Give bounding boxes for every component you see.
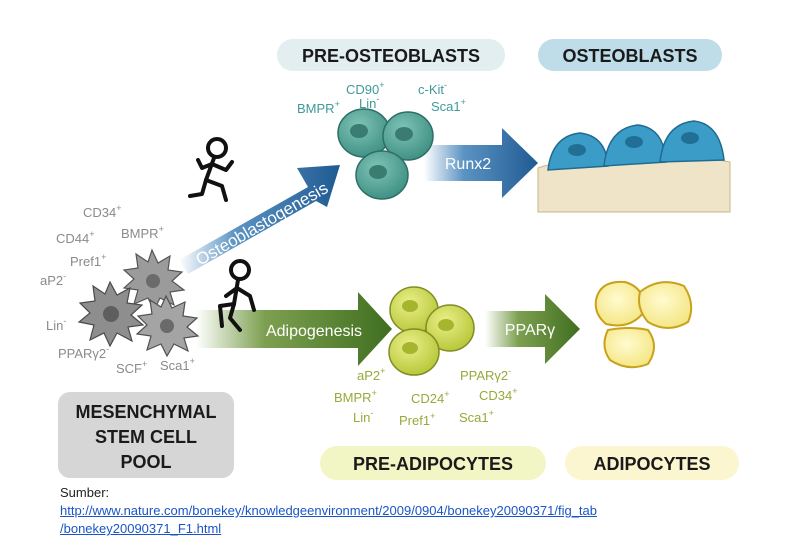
marker-sca1: Sca1+ xyxy=(160,356,195,373)
source-label: Sumber: xyxy=(60,485,110,500)
runx2-arrow: Runx2 xyxy=(424,128,538,198)
marker-scf: SCF+ xyxy=(116,359,147,376)
msc-pool-box: MESENCHYMAL STEM CELL POOL xyxy=(58,392,234,478)
msc-pool-line2: STEM CELL xyxy=(95,427,197,447)
adipogenesis-label: Adipogenesis xyxy=(266,323,362,340)
marker-ckit: c-Kit- xyxy=(418,80,447,97)
osteoblastogenesis-arrow: Osteoblastogenesis xyxy=(179,165,340,274)
ppar-gamma-label: PPARγ xyxy=(505,322,555,339)
adipocytes-header: ADIPOCYTES xyxy=(565,446,739,480)
source-link-line2[interactable]: /bonekey20090371_F1.html xyxy=(60,521,222,536)
marker-pref1: Pref1+ xyxy=(70,252,106,269)
marker-cd34: CD34+ xyxy=(479,386,518,403)
source-citation: Sumber: http://www.nature.com/bonekey/kn… xyxy=(60,484,597,538)
marker-bmpr: BMPR+ xyxy=(297,99,340,116)
pre-osteoblast-markers: CD90+ c-Kit- BMPR+ Lin- Sca1+ xyxy=(297,80,466,116)
pre-osteoblast-cells-icon xyxy=(337,108,434,200)
osteoblasts-bone-icon xyxy=(537,120,731,213)
osteoblasts-label: OSTEOBLASTS xyxy=(562,46,697,66)
adipocytes-label: ADIPOCYTES xyxy=(593,454,710,474)
marker-cd90: CD90+ xyxy=(346,80,385,97)
marker-pref1: Pref1+ xyxy=(399,411,435,428)
source-link-line1[interactable]: http://www.nature.com/bonekey/knowledgee… xyxy=(60,503,597,518)
pre-osteoblasts-label: PRE-OSTEOBLASTS xyxy=(302,46,480,66)
marker-ap2: aP2+ xyxy=(357,366,385,383)
pre-adipocytes-header: PRE-ADIPOCYTES xyxy=(320,446,546,480)
osteoblastogenesis-label: Osteoblastogenesis xyxy=(193,178,332,269)
adipogenesis-arrow: Adipogenesis xyxy=(196,292,392,366)
marker-lin: Lin- xyxy=(353,408,373,425)
adipocytes-cells-icon xyxy=(594,280,693,369)
marker-lin: Lin- xyxy=(46,316,66,333)
msc-pool-line1: MESENCHYMAL xyxy=(75,402,216,422)
marker-ap2: aP2- xyxy=(40,271,66,288)
msc-pool-line3: POOL xyxy=(120,452,171,472)
marker-cd44: CD44+ xyxy=(56,229,95,246)
marker-ppar: PPARγ2- xyxy=(58,344,109,361)
pre-adipocyte-cells-icon xyxy=(388,286,475,376)
msc-cells-icon xyxy=(77,248,200,358)
pre-osteoblasts-header: PRE-OSTEOBLASTS xyxy=(277,39,505,71)
marker-bmpr: BMPR+ xyxy=(334,388,377,405)
ppar-gamma-arrow: PPARγ xyxy=(485,294,580,364)
runx2-label: Runx2 xyxy=(445,156,491,173)
msc-markers: CD34+ CD44+ BMPR+ Pref1+ aP2- Lin- PPARγ… xyxy=(40,203,195,376)
marker-ppar: PPARγ2- xyxy=(460,366,511,383)
pre-adipocytes-label: PRE-ADIPOCYTES xyxy=(353,454,513,474)
marker-sca1: Sca1+ xyxy=(431,97,466,114)
osteoblasts-header: OSTEOBLASTS xyxy=(538,39,722,71)
pre-adipocyte-markers: aP2+ PPARγ2- BMPR+ CD24+ CD34+ Lin- Pref… xyxy=(334,366,518,428)
marker-cd34: CD34+ xyxy=(83,203,122,220)
running-figure-icon xyxy=(188,137,234,202)
marker-cd24: CD24+ xyxy=(411,389,450,406)
sitting-figure-icon xyxy=(218,259,256,332)
marker-bmpr: BMPR+ xyxy=(121,224,164,241)
marker-sca1: Sca1+ xyxy=(459,408,494,425)
marker-lin: Lin- xyxy=(359,94,379,111)
